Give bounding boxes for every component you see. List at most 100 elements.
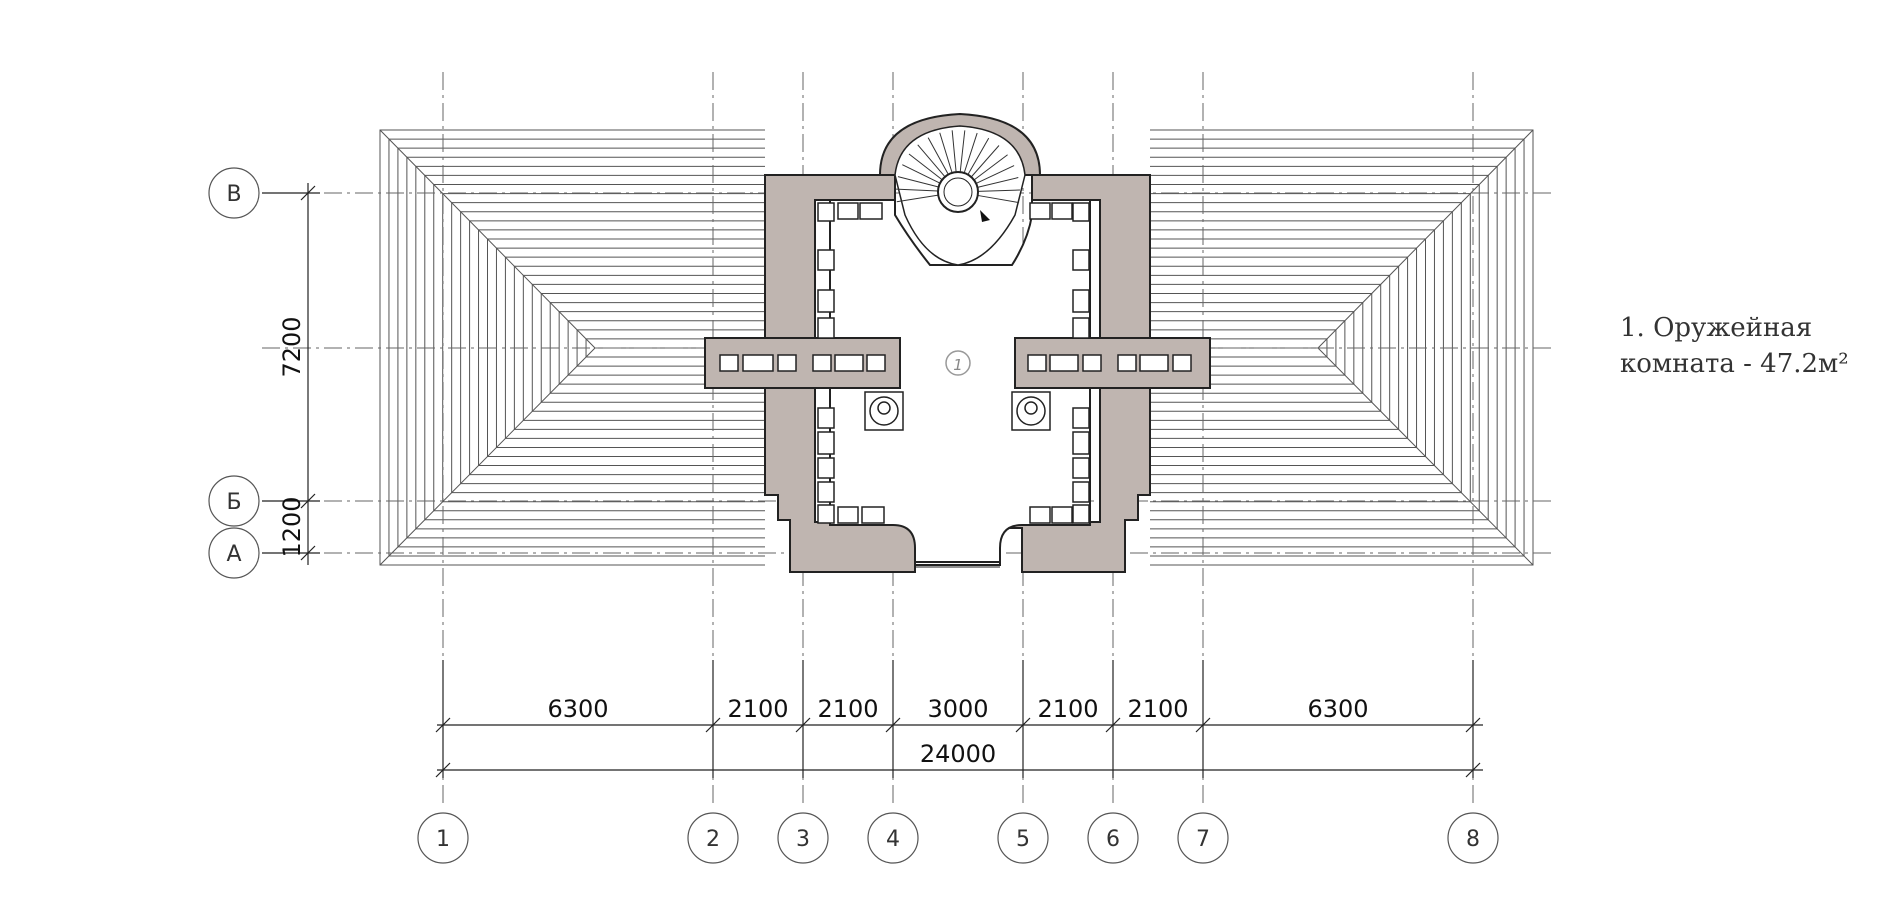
roof-line bbox=[1150, 202, 1462, 494]
shelf bbox=[1029, 202, 1051, 220]
axis-marker-row-label: А bbox=[226, 542, 241, 567]
dimension-tick bbox=[1195, 717, 1211, 733]
stair-step bbox=[897, 176, 939, 188]
axis-marker-row bbox=[208, 527, 260, 579]
shelf bbox=[1072, 481, 1090, 503]
roof-line bbox=[1150, 329, 1337, 367]
shelf bbox=[1117, 354, 1137, 372]
shelf bbox=[719, 354, 739, 372]
central-building: 1 bbox=[704, 112, 1211, 573]
shelf bbox=[817, 504, 835, 524]
shelf bbox=[817, 202, 835, 222]
stair-step bbox=[917, 144, 946, 178]
roof-line bbox=[504, 256, 765, 439]
shelf bbox=[1072, 407, 1090, 429]
roof-hip bbox=[1317, 347, 1534, 566]
vertical-dimension-label: 1200 bbox=[278, 496, 306, 557]
bay-dimension-label: 6300 bbox=[547, 695, 608, 723]
bay-dimension-label: 2100 bbox=[1127, 695, 1188, 723]
shelf bbox=[1051, 506, 1073, 524]
stair-step bbox=[896, 194, 939, 203]
left-column-ornament bbox=[864, 391, 904, 431]
stair-step bbox=[902, 164, 941, 184]
roof-line bbox=[531, 283, 765, 412]
stair-step bbox=[959, 130, 966, 173]
shelf bbox=[1172, 354, 1192, 372]
axis-marker-col-label: 3 bbox=[796, 827, 810, 852]
roof-line bbox=[567, 320, 765, 376]
stair-step bbox=[977, 177, 1019, 188]
shelf bbox=[866, 354, 886, 372]
axis-marker-col-label: 7 bbox=[1196, 827, 1210, 852]
weapon-shelves bbox=[719, 202, 1192, 524]
bay-dimension-label: 2100 bbox=[727, 695, 788, 723]
shelf bbox=[1049, 354, 1079, 372]
roof-hip bbox=[379, 347, 596, 566]
axis-marker-col bbox=[867, 812, 919, 864]
stair-step bbox=[970, 145, 1000, 178]
stair-step bbox=[973, 154, 1008, 181]
stair-step bbox=[977, 194, 1020, 204]
roof-line bbox=[415, 165, 765, 530]
shelf bbox=[837, 506, 859, 524]
axis-marker-row-label: Б bbox=[226, 490, 241, 515]
axis-marker-col bbox=[417, 812, 469, 864]
roof-line bbox=[1150, 165, 1498, 530]
shelf bbox=[1029, 506, 1051, 524]
shelf bbox=[817, 481, 835, 503]
axis-marker-row bbox=[208, 475, 260, 527]
shelf bbox=[817, 249, 835, 271]
stair-step bbox=[975, 165, 1015, 184]
stair-steps bbox=[896, 130, 1020, 204]
roof-line bbox=[1150, 265, 1400, 430]
stair-step bbox=[963, 132, 978, 174]
shelf bbox=[1072, 504, 1090, 524]
dimension-tick bbox=[1465, 717, 1481, 733]
dimension-tick bbox=[1105, 717, 1121, 733]
room-number-marker bbox=[945, 350, 971, 376]
shelf bbox=[1072, 289, 1090, 313]
shelf bbox=[1027, 354, 1047, 372]
roof-line bbox=[1150, 320, 1346, 376]
axis-marker-col-label: 5 bbox=[1016, 827, 1030, 852]
legend-line-1: 1. Оружейная bbox=[1620, 313, 1813, 343]
shelf bbox=[1072, 457, 1090, 479]
axis-marker-row bbox=[208, 167, 260, 219]
dimension-tick bbox=[1465, 762, 1481, 778]
shelf bbox=[812, 354, 832, 372]
roof-hip bbox=[1317, 129, 1534, 349]
dimension-tick bbox=[1015, 717, 1031, 733]
shelf bbox=[817, 431, 835, 455]
shelf bbox=[861, 506, 885, 524]
legend-line-2: комната - 47.2м² bbox=[1620, 349, 1849, 379]
roof-line bbox=[1150, 256, 1409, 439]
shelf bbox=[1139, 354, 1169, 372]
shelf bbox=[1082, 354, 1102, 372]
shelf bbox=[817, 407, 835, 429]
shelf bbox=[817, 317, 835, 339]
shelf bbox=[777, 354, 797, 372]
bay-dimension-label: 2100 bbox=[817, 695, 878, 723]
shelf bbox=[1072, 249, 1090, 271]
stair-step bbox=[951, 130, 957, 173]
spiral-staircase bbox=[878, 112, 1042, 266]
shelf bbox=[1051, 202, 1073, 220]
dimension-tick bbox=[885, 717, 901, 733]
roof-line bbox=[478, 229, 765, 467]
vertical-dimension-label: 7200 bbox=[278, 316, 306, 377]
roof-hip bbox=[379, 129, 596, 349]
axis-marker-col bbox=[997, 812, 1049, 864]
shelf bbox=[817, 289, 835, 313]
dimension-tick bbox=[435, 762, 451, 778]
stair-step bbox=[927, 137, 949, 175]
shelf bbox=[859, 202, 883, 220]
total-dimension-label: 24000 bbox=[920, 740, 996, 768]
stair-step bbox=[908, 153, 943, 181]
axis-marker-row-label: В bbox=[226, 182, 241, 207]
stair-newel-inner bbox=[943, 177, 973, 207]
shelf bbox=[817, 457, 835, 479]
axis-marker-col bbox=[687, 812, 739, 864]
